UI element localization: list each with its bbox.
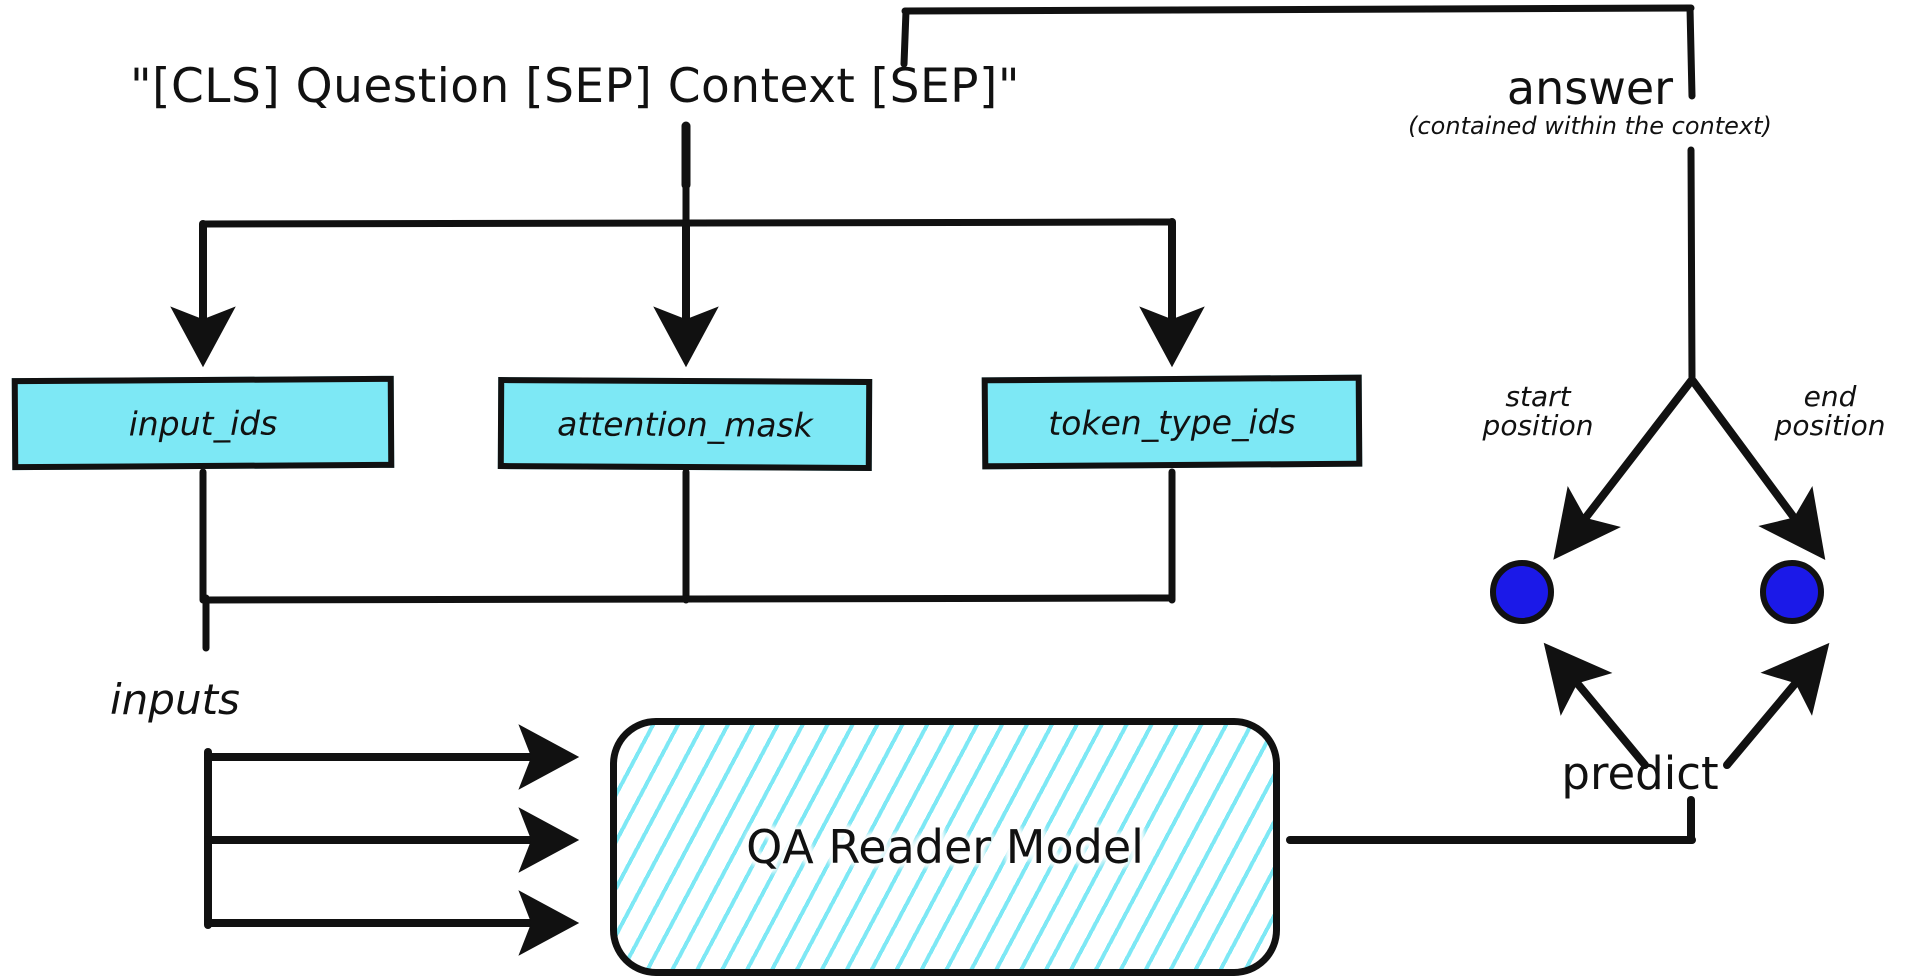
predict-arrow-to-end (1723, 642, 1830, 769)
start-position-dot[interactable] (1490, 560, 1554, 624)
feedback-rail-top (901, 4, 1695, 15)
prompt-string-label: "[CLS] Question [SEP] Context [SEP]" (130, 59, 1020, 114)
end-position-label: end position (1740, 382, 1920, 441)
feedback-rail-left-drop (900, 7, 910, 68)
tensor-box-token-type-ids[interactable]: token_type_ids (981, 374, 1363, 470)
inputs-label: inputs (110, 675, 240, 724)
end-position-line2: position (1774, 409, 1886, 443)
tensor-box-input-ids[interactable]: input_ids (11, 375, 395, 471)
tensor-box-attention-mask[interactable]: attention_mask (497, 377, 873, 471)
start-position-line2: position (1482, 409, 1594, 443)
end-position-dot[interactable] (1760, 560, 1824, 624)
predict-arrow-to-start (1543, 642, 1649, 769)
start-position-label: start position (1448, 382, 1628, 441)
end-position-line1: end (1803, 380, 1857, 413)
answer-down-line (1687, 146, 1696, 384)
start-position-line1: start (1505, 380, 1571, 413)
tensor-box-attention-mask-label: attention_mask (557, 403, 813, 445)
answer-label: answer (1506, 61, 1674, 115)
feedback-rail-right-drop (1686, 4, 1696, 100)
collector-bar (201, 594, 1176, 604)
answer-note-label: (contained within the context) (1408, 112, 1772, 140)
end-position-arrow (1689, 377, 1826, 561)
predict-label: predict (1561, 747, 1719, 800)
tensor-box-input-ids-label: input_ids (128, 403, 278, 443)
qa-reader-model-label: QA Reader Model (746, 820, 1144, 874)
start-position-arrow (1553, 377, 1695, 560)
qa-reader-model-box[interactable]: QA Reader Model (610, 718, 1280, 976)
tensor-box-token-type-ids-label: token_type_ids (1048, 401, 1296, 443)
